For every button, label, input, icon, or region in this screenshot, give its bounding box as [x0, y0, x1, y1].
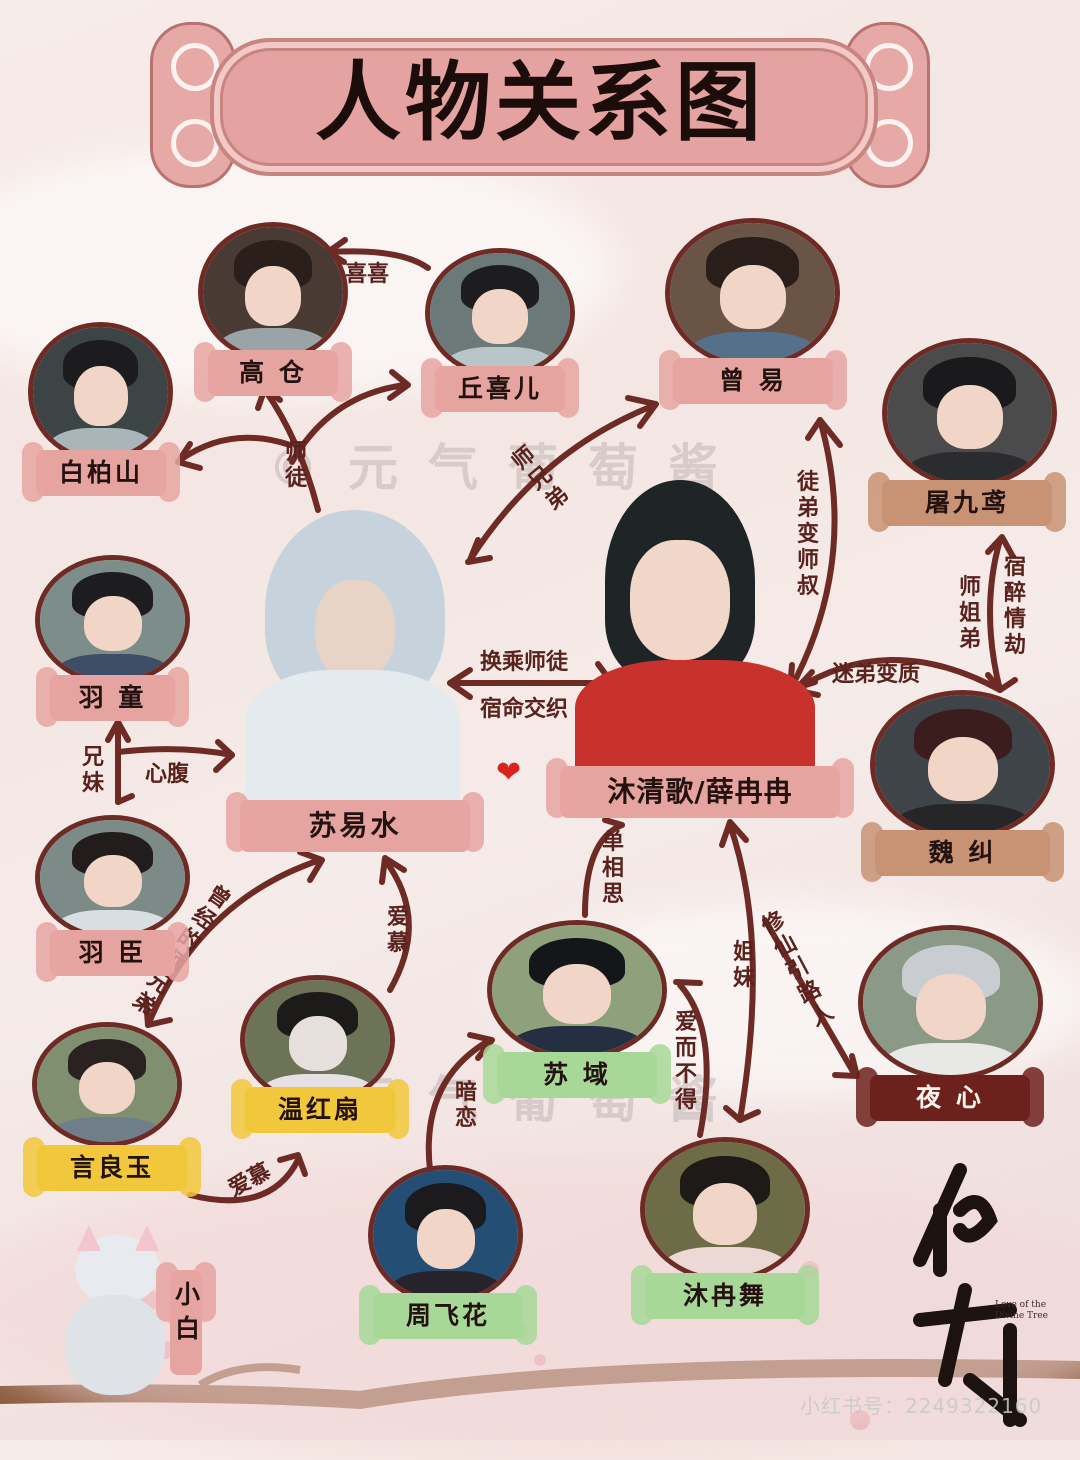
avatar	[368, 1165, 523, 1305]
relation-label-shijiedi: 师姐弟	[958, 575, 981, 652]
avatar	[640, 1137, 810, 1282]
relation-label-xiongmei: 兄妹	[81, 745, 104, 796]
avatar	[858, 925, 1043, 1080]
platform-watermark: 小红书号：2249322160	[800, 1394, 1043, 1418]
avatar	[198, 222, 348, 362]
name-label: 羽 童	[36, 667, 189, 727]
avatar	[870, 690, 1055, 840]
name-label: 曾 易	[659, 350, 847, 410]
name-label: 温红扇	[231, 1079, 409, 1139]
relation-label-suming-jiaozhi: 宿命交织	[480, 697, 569, 722]
relation-label-huancheng-shitu: 换乘师徒	[480, 650, 569, 675]
name-label: 夜 心	[856, 1067, 1044, 1127]
relation-label-jiemei: 姐妹	[732, 940, 755, 991]
drama-logo-calligraphy	[913, 1163, 1027, 1427]
relation-label-tudi-bian-shishu: 徒弟变师叔	[796, 470, 819, 599]
name-label-muqingge: 沐清歌/薛冉冉	[546, 758, 854, 818]
title-banner: 人物关系图	[150, 12, 930, 192]
relation-label-midi-bianzhi: 迷弟变质	[832, 662, 921, 687]
avatar	[240, 975, 395, 1105]
name-label: 沐冉舞	[631, 1265, 819, 1325]
relation-label-danxiangsi: 单相思	[601, 830, 624, 907]
relation-label-xixi: 喜喜	[345, 262, 390, 287]
name-label: 苏 域	[483, 1044, 671, 1104]
cat-illustration	[55, 1225, 175, 1395]
heart-icon: ❤	[496, 755, 522, 790]
name-label: 羽 臣	[36, 922, 189, 982]
relation-label-aimu-wenhongshan: 爱慕	[386, 905, 409, 956]
avatar	[28, 322, 173, 462]
name-label: 丘喜儿	[421, 358, 579, 418]
name-label-suyishui: 苏易水	[226, 792, 484, 852]
relation-label-shitu: 师徒	[284, 440, 307, 491]
name-label: 言良玉	[23, 1137, 201, 1197]
page-title: 人物关系图	[315, 53, 765, 153]
avatar	[882, 338, 1057, 488]
name-label: 高 仓	[194, 342, 352, 402]
name-label: 屠九鸢	[868, 472, 1066, 532]
relation-label-anlian: 暗恋	[454, 1080, 477, 1131]
title-frame	[210, 38, 878, 176]
avatar	[665, 218, 840, 368]
avatar	[35, 815, 190, 940]
name-label: 白柏山	[22, 442, 180, 502]
avatar	[32, 1022, 182, 1147]
watermark: ©元气葡萄酱	[268, 438, 748, 497]
avatar	[35, 555, 190, 685]
portrait-suyishui	[245, 500, 460, 800]
relation-label-sujui-qingjie: 宿醉情劫	[1003, 555, 1026, 658]
name-label: 小白	[156, 1262, 216, 1375]
relation-label-aier-bude: 爱而不得	[674, 1010, 697, 1113]
name-label: 周飞花	[359, 1285, 537, 1345]
name-label: 魏 纠	[861, 822, 1064, 882]
portrait-muqingge	[575, 480, 815, 780]
avatar	[487, 920, 667, 1060]
avatar	[425, 248, 575, 378]
relation-label-xinfu: 心腹	[145, 762, 190, 787]
